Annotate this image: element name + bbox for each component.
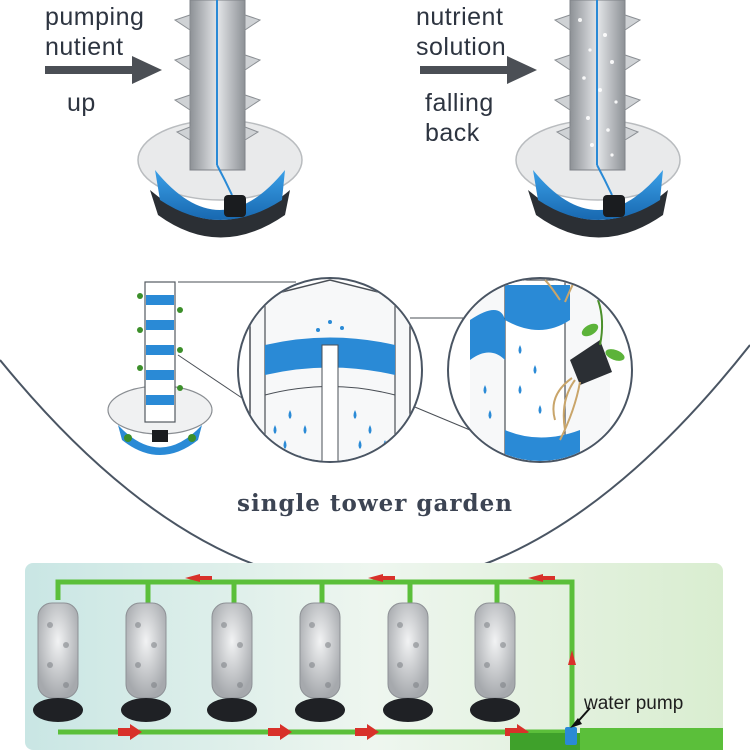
label-solution: solution: [416, 33, 507, 61]
tower-row: [33, 602, 520, 722]
detail-circle-fountain: [237, 277, 423, 463]
detail-circle-roots: [447, 277, 633, 463]
reservoir-icon: [580, 728, 723, 750]
label-nutient: nutient: [45, 33, 124, 61]
label-back: back: [425, 119, 480, 147]
pump-icon: [565, 727, 577, 745]
tower-icon: [470, 602, 520, 722]
label-pumping: pumping: [45, 3, 145, 31]
tower-icon: [107, 281, 213, 455]
pump-icon: [603, 195, 625, 217]
tower-icon: [383, 602, 433, 722]
diagram-title: single tower garden: [237, 490, 513, 517]
tower-icon: [295, 602, 345, 722]
tower-icon: [33, 602, 83, 722]
label-falling: falling: [425, 89, 494, 117]
label-nutrient: nutrient: [416, 3, 504, 31]
system-panel: [25, 563, 723, 750]
pump-icon: [224, 195, 246, 217]
label-up: up: [67, 89, 96, 117]
water-pump-label: water pump: [584, 693, 684, 714]
tower-icon: [207, 602, 257, 722]
tower-icon: [121, 602, 171, 722]
arrow-right-icon: [45, 56, 162, 84]
arrow-right-icon: [420, 56, 537, 84]
left-tower-diagram: [137, 0, 303, 238]
right-tower-diagram: [515, 0, 681, 238]
